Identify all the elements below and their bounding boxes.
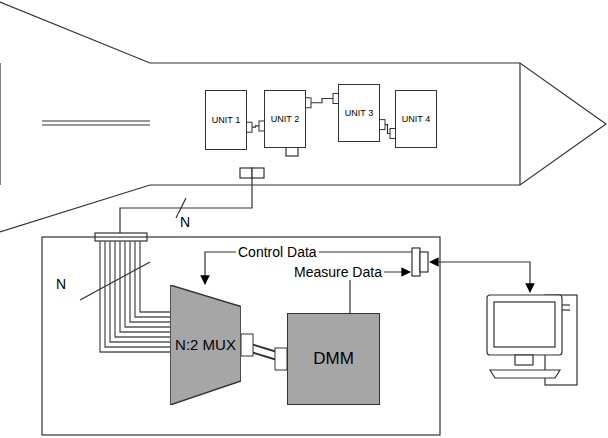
cable (95, 146, 298, 241)
rocket-outline (0, 2, 606, 232)
test-box (42, 237, 440, 435)
connector (241, 334, 287, 370)
node-text: UNIT 1 (210, 113, 242, 127)
bus-width-label: N (178, 214, 192, 230)
bus-width-label: N (54, 276, 68, 292)
dmm-box: DMM (287, 313, 380, 405)
unit-box: UNIT 3 (338, 84, 380, 142)
unit-box: UNIT 4 (395, 90, 437, 148)
mux-trapezoid: N:2 MUX (170, 285, 241, 405)
signal-label: Control Data (236, 244, 319, 260)
node-text: UNIT 3 (343, 106, 375, 120)
signal-label: Measure Data (292, 264, 384, 280)
node-text: N:2 MUX (173, 334, 238, 355)
node-text: DMM (311, 347, 356, 371)
node-text: UNIT 2 (269, 112, 301, 126)
unit-box: UNIT 2 (264, 90, 306, 148)
wire-bundle (80, 241, 170, 352)
unit-box: UNIT 1 (205, 90, 247, 150)
computer (487, 295, 577, 385)
connector (301, 94, 343, 108)
node-text: UNIT 4 (400, 112, 432, 126)
